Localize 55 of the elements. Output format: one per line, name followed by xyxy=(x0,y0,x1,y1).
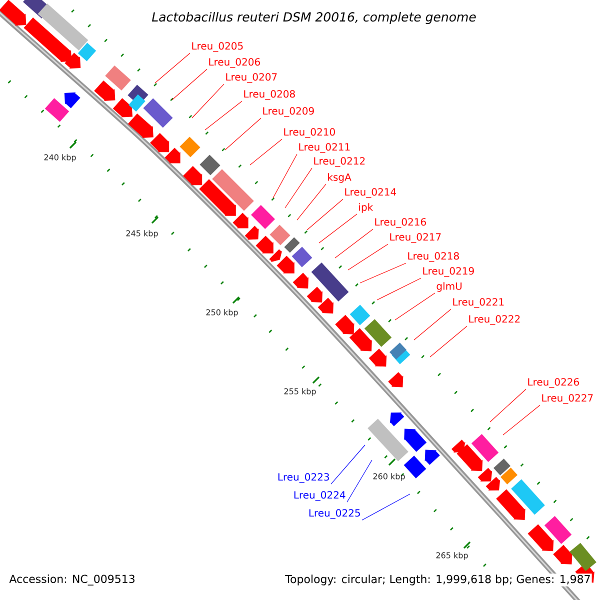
scale-label: 250 kbp xyxy=(206,309,238,317)
leader-line xyxy=(394,292,436,320)
gene-label: ipk xyxy=(359,203,374,213)
leader-line xyxy=(284,168,312,208)
leader-line xyxy=(204,100,242,130)
leader-line xyxy=(306,198,344,230)
gene-label: Lreu_0212 xyxy=(314,157,365,167)
genome-info-label: Topology: circular; Length: 1,999,618 bp; Genes: 1,987 xyxy=(284,574,592,586)
gene-label: Lreu_0209 xyxy=(263,107,314,117)
gene-label: Lreu_0207 xyxy=(226,73,277,83)
scale-label: 245 kbp xyxy=(126,230,158,238)
gene-label: Lreu_0227 xyxy=(542,394,593,404)
leader-line xyxy=(490,388,526,422)
leader-line xyxy=(348,244,388,270)
gene-label: Lreu_0222 xyxy=(469,315,520,325)
leader-line xyxy=(346,460,372,502)
accession-label: Accession: NC_009513 xyxy=(9,574,134,586)
gene-label: Lreu_0208 xyxy=(244,90,295,100)
gene-label: Lreu_0217 xyxy=(390,233,441,243)
gene-label: Lreu_0218 xyxy=(408,252,459,262)
gene-label: Lreu_0206 xyxy=(209,58,260,68)
scale-label: 260 kbp xyxy=(373,473,405,481)
gene-label: Lreu_0224 xyxy=(294,491,346,501)
leader-line xyxy=(296,184,326,220)
gene-label: Lreu_0211 xyxy=(299,143,350,153)
leader-line xyxy=(502,404,540,436)
gene-label: Lreu_0216 xyxy=(375,218,426,228)
gene-label: Lreu_0214 xyxy=(345,188,396,198)
leader-line xyxy=(362,494,410,520)
gene-label: Lreu_0225 xyxy=(309,509,360,519)
leader-line xyxy=(360,262,406,284)
leader-line xyxy=(376,278,422,300)
leader-line xyxy=(224,118,262,150)
leader-line xyxy=(272,154,298,198)
leader-line xyxy=(430,326,468,358)
scale-label: 240 kbp xyxy=(44,154,76,162)
leader-line xyxy=(172,68,208,100)
leader-line xyxy=(334,228,374,258)
gene-label: Lreu_0221 xyxy=(453,298,504,308)
scale-label: 255 kbp xyxy=(284,388,316,396)
gene-label: Lreu_0205 xyxy=(192,42,243,52)
gene-label: glmU xyxy=(436,282,462,292)
leader-line xyxy=(250,138,282,166)
title: Lactobacillus reuteri DSM 20016, complete genome xyxy=(152,12,476,24)
scale-label: 265 kbp xyxy=(436,552,468,560)
leader-line xyxy=(330,444,366,484)
leader-line xyxy=(192,84,224,118)
gene-label: Lreu_0210 xyxy=(284,128,335,138)
leader-line xyxy=(154,52,190,84)
leader-line xyxy=(318,214,358,244)
gene-label: Lreu_0223 xyxy=(278,473,329,483)
gene-label: Lreu_0219 xyxy=(423,267,474,277)
leader-line xyxy=(414,308,452,340)
gene-label: ksgA xyxy=(328,173,352,183)
gene-label: Lreu_0226 xyxy=(528,378,579,388)
